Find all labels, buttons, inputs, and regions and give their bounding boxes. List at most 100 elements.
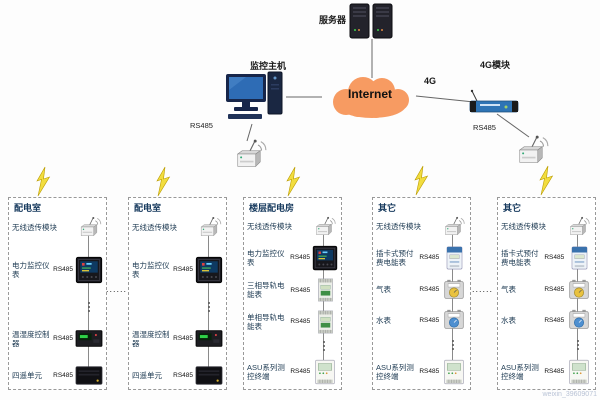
device-row: 水表 RS485 xyxy=(376,309,467,331)
din-rail-energy-meter-icon xyxy=(312,310,338,334)
device-row: 无线透传模块 xyxy=(376,216,467,237)
device-label: 插卡式预付费电能表 xyxy=(501,248,539,267)
device-row: ASU系列测控终端 RS485 xyxy=(376,359,467,385)
vertical-ellipsis xyxy=(564,340,592,351)
monitor-host-label: 监控主机 xyxy=(250,61,287,71)
device-label: 无线透传模块 xyxy=(132,222,177,232)
device-row: 四遥单元 RS485 xyxy=(12,366,103,385)
module-4g-label: 4G模块 xyxy=(480,60,511,70)
device-row: 电力监控仪表 RS485 xyxy=(132,256,223,284)
asu-terminal-icon xyxy=(441,359,467,385)
device-row: 无线透传模块 xyxy=(501,216,592,237)
wireless-module-icon xyxy=(75,216,103,238)
rs485-label: RS485 xyxy=(53,266,73,274)
water-meter-icon xyxy=(566,309,592,331)
device-row xyxy=(501,340,592,351)
rs485-label: RS485 xyxy=(173,266,193,274)
internet-label: Internet xyxy=(347,87,392,101)
bus-line xyxy=(208,228,209,373)
asu-terminal-icon xyxy=(312,359,338,385)
remote-terminal-unit-icon xyxy=(195,366,223,385)
device-row: 水表 RS485 xyxy=(501,309,592,331)
device-row: 无线透传模块 xyxy=(132,216,223,238)
box-title: 其它 xyxy=(378,203,397,213)
rs485-label: RS485 xyxy=(290,318,311,326)
device-row xyxy=(132,301,223,312)
box-title: 配电室 xyxy=(14,203,42,213)
device-label: 无线透传模块 xyxy=(376,222,421,231)
rs485-label: RS485 xyxy=(53,372,73,379)
device-row: 单相导轨电能表 RS485 xyxy=(247,310,338,334)
group-box-power-room-2: 配电室 无线透传模块 电力监控仪表 RS485 温湿度控制器 RS485 xyxy=(128,197,227,390)
power-monitor-meter-icon xyxy=(75,256,103,284)
remote-terminal-unit-icon xyxy=(75,366,103,385)
gas-meter-icon xyxy=(441,279,467,301)
prepaid-card-energy-meter-icon xyxy=(441,246,467,270)
gas-meter-icon xyxy=(566,279,592,301)
device-label: ASU系列测控终端 xyxy=(376,362,414,381)
device-label: 温湿度控制器 xyxy=(12,329,50,348)
device-row xyxy=(376,340,467,351)
watermark: weixin_39609071 xyxy=(542,391,598,398)
device-label: 水表 xyxy=(501,315,516,325)
din-rail-energy-meter-icon xyxy=(312,278,338,302)
device-label: 气表 xyxy=(501,285,516,295)
device-row: 无线透传模块 xyxy=(12,216,103,238)
rs485-label: RS485 xyxy=(419,254,440,262)
device-label: ASU系列测控终端 xyxy=(501,362,539,381)
link-4g-label: 4G xyxy=(424,76,437,86)
device-label: 水表 xyxy=(376,315,391,325)
wireless-module-icon xyxy=(310,216,338,237)
wireless-module-icon xyxy=(439,216,467,237)
group-box-others-1: 其它 无线透传模块 插卡式预付费电能表 RS485 气表 RS485 水表 xyxy=(372,197,471,390)
box-title: 配电室 xyxy=(134,203,162,213)
device-row: 插卡式预付费电能表 RS485 xyxy=(376,246,467,270)
water-meter-icon xyxy=(441,309,467,331)
group-box-floor-room: 楼层配电房 无线透传模块 电力监控仪表 RS485 三相导轨电能表 RS485 xyxy=(243,197,342,390)
device-row xyxy=(12,301,103,312)
server-icon xyxy=(349,3,393,39)
device-label: 无线透传模块 xyxy=(247,222,292,231)
prepaid-card-energy-meter-icon xyxy=(566,246,592,270)
power-monitor-meter-icon xyxy=(312,245,338,271)
device-row: 三相导轨电能表 RS485 xyxy=(247,278,338,302)
bus-line xyxy=(577,228,578,373)
rs485-left-label: RS485 xyxy=(190,121,213,130)
rs485-label: RS485 xyxy=(544,254,565,262)
wireless-module-icon xyxy=(195,216,223,238)
internet-cloud-icon xyxy=(333,77,409,118)
temp-humidity-controller-icon xyxy=(75,329,103,348)
device-row: 温湿度控制器 RS485 xyxy=(132,329,223,348)
device-row: ASU系列测控终端 RS485 xyxy=(247,359,338,385)
device-label: 三相导轨电能表 xyxy=(247,281,285,300)
wireless-relay-module-icon xyxy=(237,139,267,167)
device-row: 气表 RS485 xyxy=(501,279,592,301)
vertical-ellipsis xyxy=(195,301,223,312)
rs485-label: RS485 xyxy=(419,316,440,324)
device-label: 四遥单元 xyxy=(12,371,42,380)
device-row: 电力监控仪表 RS485 xyxy=(247,245,338,271)
wireless-module-icon xyxy=(564,216,592,237)
rs485-label: RS485 xyxy=(290,368,311,376)
monitor-host-computer-icon xyxy=(226,71,283,119)
module-4g-icon xyxy=(469,89,519,113)
rs485-label: RS485 xyxy=(419,368,440,376)
rs485-label: RS485 xyxy=(290,254,310,262)
rs485-label: RS485 xyxy=(173,335,193,343)
rs485-label: RS485 xyxy=(53,335,73,343)
device-label: 四遥单元 xyxy=(132,371,162,380)
device-row: 温湿度控制器 RS485 xyxy=(12,329,103,348)
wireless-link-bolt-icons xyxy=(36,165,554,197)
group-box-power-room-1: 配电室 无线透传模块 电力监控仪表 RS485 温湿度控制器 RS485 xyxy=(8,197,107,390)
device-label: 气表 xyxy=(376,285,391,295)
bus-line xyxy=(452,228,453,373)
device-label: 无线透传模块 xyxy=(501,222,546,231)
box-separator-dots: ...... xyxy=(106,284,128,294)
device-label: 插卡式预付费电能表 xyxy=(376,248,414,267)
device-label: 单相导轨电能表 xyxy=(247,312,285,331)
power-monitor-meter-icon xyxy=(195,256,223,284)
device-label: 电力监控仪表 xyxy=(12,260,50,279)
device-row: 插卡式预付费电能表 RS485 xyxy=(501,246,592,270)
